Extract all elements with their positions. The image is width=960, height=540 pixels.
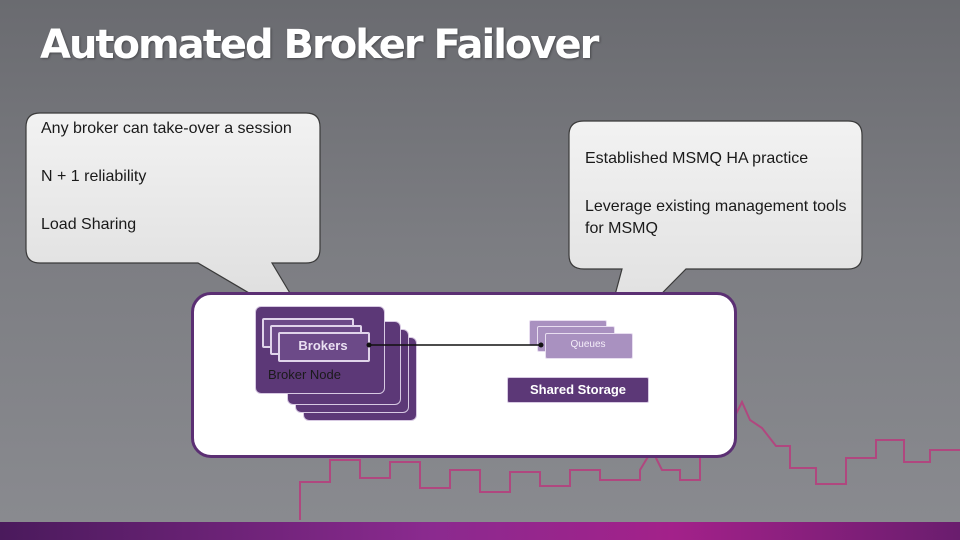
- callout-line-management-tools: Leverage existing management tools for M…: [585, 198, 847, 237]
- callout-line-takeover: Any broker can take-over a session: [41, 120, 292, 137]
- queue-card-1: [545, 333, 633, 359]
- queues-label: Queues: [570, 339, 606, 350]
- left-callout-text: Any broker can take-over a session N + 1…: [41, 118, 309, 236]
- slide-title: Automated Broker Failover: [40, 22, 599, 68]
- broker-node-label: Broker Node: [268, 367, 341, 382]
- shared-storage-box: Shared Storage: [507, 377, 649, 403]
- brokers-label: Brokers: [298, 338, 348, 353]
- bottom-accent-bar: [0, 522, 960, 540]
- broker-card-1: [278, 332, 370, 362]
- callout-line-load-sharing: Load Sharing: [41, 216, 137, 233]
- right-callout-text: Established MSMQ HA practice Leverage ex…: [585, 148, 855, 240]
- callout-line-reliability: N + 1 reliability: [41, 168, 147, 185]
- skyline-outline: [299, 399, 960, 520]
- callout-line-ha-practice: Established MSMQ HA practice: [585, 150, 809, 167]
